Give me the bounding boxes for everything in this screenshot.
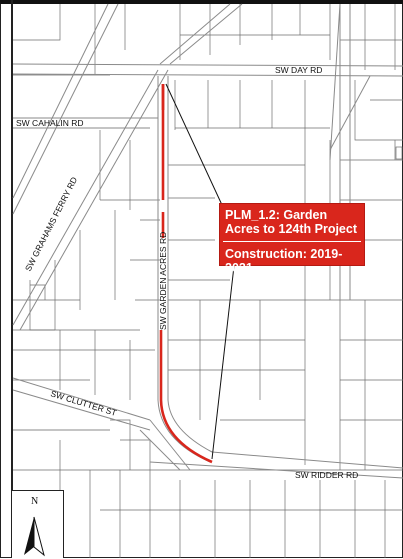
callout-divider: [223, 241, 361, 242]
callout-title: PLM_1.2: Garden Acres to 124th Project: [225, 208, 357, 236]
label-sw-cahalin-rd: SW CAHALIN RD: [16, 118, 84, 128]
label-sw-ridder-rd: SW RIDDER RD: [295, 470, 358, 480]
parcel-marker: [395, 146, 403, 160]
project-callout: PLM_1.2: Garden Acres to 124th Project C…: [219, 203, 365, 275]
road-network: [12, 3, 403, 479]
callout-construction: Construction: 2019-2021: [225, 247, 343, 275]
label-sw-garden-acres-rd: SW GARDEN ACRES RD: [158, 232, 168, 330]
north-arrow-panel: N: [11, 490, 64, 558]
label-sw-day-rd: SW DAY RD: [275, 65, 322, 75]
north-arrow-icon: [24, 516, 45, 557]
north-label: N: [31, 496, 39, 507]
callout-leader-lines: [165, 83, 235, 460]
